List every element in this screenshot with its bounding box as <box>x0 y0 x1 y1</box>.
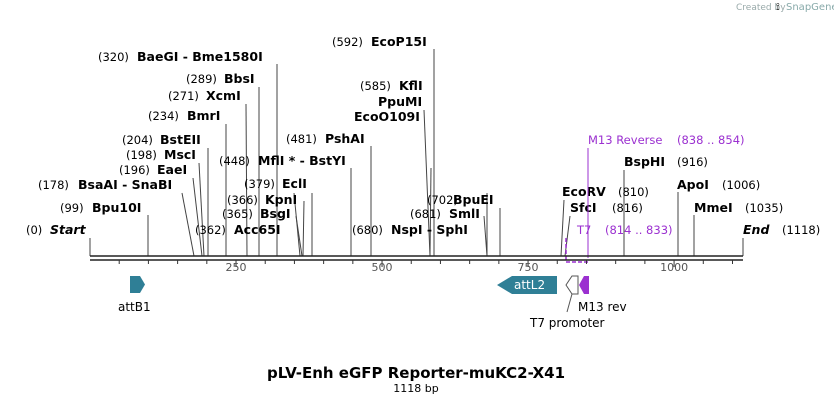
site-pos: (196) <box>119 163 150 177</box>
site-name: MmeI <box>694 200 733 215</box>
site-pos: (204) <box>122 133 153 147</box>
site-name: EaeI <box>157 162 187 177</box>
site-name: KpnI <box>265 192 297 207</box>
site-name: PpuMI <box>378 94 422 109</box>
site-pos: (1006) <box>722 178 760 192</box>
snapgene-logo-icon: ⟟ <box>776 2 780 13</box>
end-label: End <box>743 222 770 237</box>
site-name: BspHI <box>624 154 665 169</box>
site-name: BsgI <box>260 206 291 221</box>
site-pos: (481) <box>286 132 317 146</box>
site-pos: (379) <box>244 177 275 191</box>
site-pos: (592) <box>332 35 363 49</box>
site-name: MflI * - BstYI <box>258 153 346 168</box>
t7-promoter-leader <box>566 293 573 313</box>
feature-label: attB1 <box>118 300 151 314</box>
site-pos: (198) <box>126 148 157 162</box>
site-pos: (702) <box>427 193 458 207</box>
primer-labels: M13 Reverse (838 .. 854) T7 (814 .. 833) <box>565 133 745 263</box>
site-name: BpuEI <box>453 192 494 207</box>
site-pos: (99) <box>60 201 84 215</box>
restriction-site-labels: (99) Bpu10I (178) BsaAI - SnaBI (196) Ea… <box>38 34 783 237</box>
site-pos: (271) <box>168 89 199 103</box>
feature-m13-rev-arrow <box>579 276 589 294</box>
start-pos: (0) <box>26 223 42 237</box>
site-name: KflI <box>399 78 423 93</box>
site-name: EcoRV <box>562 184 606 199</box>
site-name: BsaAI - SnaBI <box>78 177 172 192</box>
axis-ticks: 250 500 750 1000 <box>118 260 733 274</box>
site-name: MscI <box>164 147 196 162</box>
axis-tick-label: 500 <box>372 261 393 274</box>
site-pos: (810) <box>618 185 649 199</box>
axis-tick-label: 1000 <box>660 261 688 274</box>
site-name: Acc65I <box>234 222 281 237</box>
watermark-brand: SnapGene <box>786 2 834 13</box>
site-pos: (681) <box>410 207 441 221</box>
site-name: PshAI <box>325 131 365 146</box>
site-pos: (289) <box>186 72 217 86</box>
feature-label: M13 rev <box>578 300 627 314</box>
site-name: SfcI <box>570 200 597 215</box>
site-pos: (234) <box>148 109 179 123</box>
site-name: BmrI <box>187 108 220 123</box>
site-pos: (320) <box>98 50 129 64</box>
map-length: 1118 bp <box>393 382 438 395</box>
feature-label: T7 promoter <box>529 316 605 330</box>
map-title: pLV-Enh eGFP Reporter-muKC2-X41 <box>267 364 565 382</box>
axis-tick-label: 750 <box>518 261 539 274</box>
site-pos: (366) <box>227 193 258 207</box>
site-pos: (680) <box>352 223 383 237</box>
feature-t7-promoter-arrow <box>565 275 579 295</box>
feature-attb1-arrow <box>130 276 145 293</box>
primer-name: T7 <box>576 223 591 237</box>
site-pos: (916) <box>677 155 708 169</box>
site-name: ApoI <box>677 177 709 192</box>
primer-name: M13 Reverse <box>588 133 662 147</box>
site-pos: (1035) <box>745 201 783 215</box>
feature-attl2-arrow <box>497 276 557 294</box>
site-pos: (585) <box>360 79 391 93</box>
site-name: EcoO109I <box>354 109 420 124</box>
feature-label: attL2 <box>514 278 545 292</box>
site-name: Bpu10I <box>92 200 141 215</box>
watermark-prefix: Created by <box>736 3 786 13</box>
site-pos: (362) <box>195 223 226 237</box>
site-name: XcmI <box>206 88 241 103</box>
start-label: Start <box>50 222 87 237</box>
site-name: SmlI <box>449 206 480 221</box>
site-pos: (816) <box>612 201 643 215</box>
axis-tick-label: 250 <box>226 261 247 274</box>
site-pos: (448) <box>219 154 250 168</box>
site-name: EclI <box>282 176 307 191</box>
site-pos: (178) <box>38 178 69 192</box>
site-pos: (365) <box>222 207 253 221</box>
end-pos: (1118) <box>782 223 820 237</box>
primer-range: (838 .. 854) <box>677 133 745 147</box>
site-leader-lines <box>147 49 695 257</box>
site-name: BstEII <box>160 132 201 147</box>
site-name: NspI - SphI <box>391 222 468 237</box>
site-name: EcoP15I <box>371 34 427 49</box>
features: attB1 attL2 T7 promoter M13 rev <box>118 275 627 330</box>
site-name: BaeGI - Bme1580I <box>137 49 263 64</box>
site-name: BbsI <box>224 71 255 86</box>
t7-primer-bracket <box>565 238 588 263</box>
primer-range: (814 .. 833) <box>605 223 673 237</box>
